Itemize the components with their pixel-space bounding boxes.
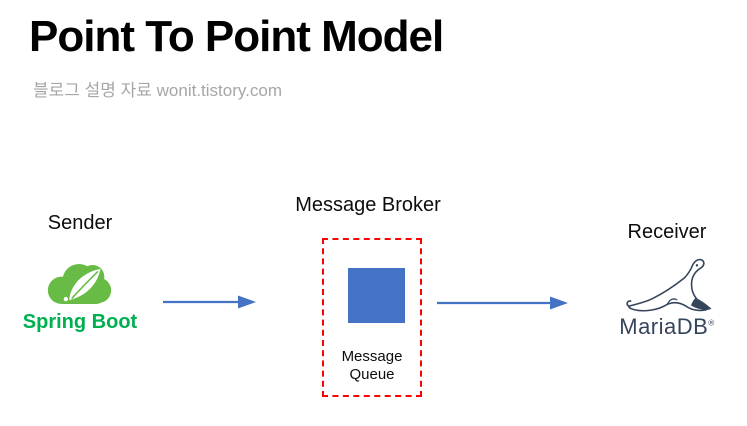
spring-boot-logo-icon	[47, 264, 112, 304]
arrow-sender-to-broker-icon	[163, 295, 256, 309]
message-queue-label: Message Queue	[341, 347, 403, 384]
sea-lion-rear-flipper	[666, 298, 678, 306]
mariadb-wordmark: MariaDB®	[600, 314, 734, 340]
receiver-label: Receiver	[627, 221, 707, 243]
arrow-head	[550, 296, 568, 310]
mariadb-wordmark-text: MariaDB	[619, 314, 709, 339]
sea-lion-eye	[695, 264, 699, 267]
sea-lion-tail-curl	[626, 300, 632, 308]
arrow-broker-to-receiver-icon	[437, 296, 568, 310]
sea-lion-front-flipper	[690, 297, 712, 310]
sender-label: Sender	[47, 212, 113, 234]
spring-leaf-vein	[71, 271, 99, 299]
spring-leaf-dot	[63, 296, 68, 302]
page-title: Point To Point Model	[29, 12, 444, 61]
message-broker-label: Message Broker	[295, 194, 441, 216]
page-subtitle: 블로그 설명 자료 wonit.tistory.com	[33, 81, 282, 100]
trademark-symbol: ®	[708, 318, 715, 328]
arrow-head	[238, 295, 256, 309]
message-queue-square	[348, 268, 405, 323]
message-broker-boundary-box: Message Queue	[322, 238, 422, 397]
spring-boot-caption: Spring Boot	[22, 311, 138, 333]
sea-lion-outline	[628, 258, 711, 312]
mariadb-logo-icon	[626, 258, 712, 312]
